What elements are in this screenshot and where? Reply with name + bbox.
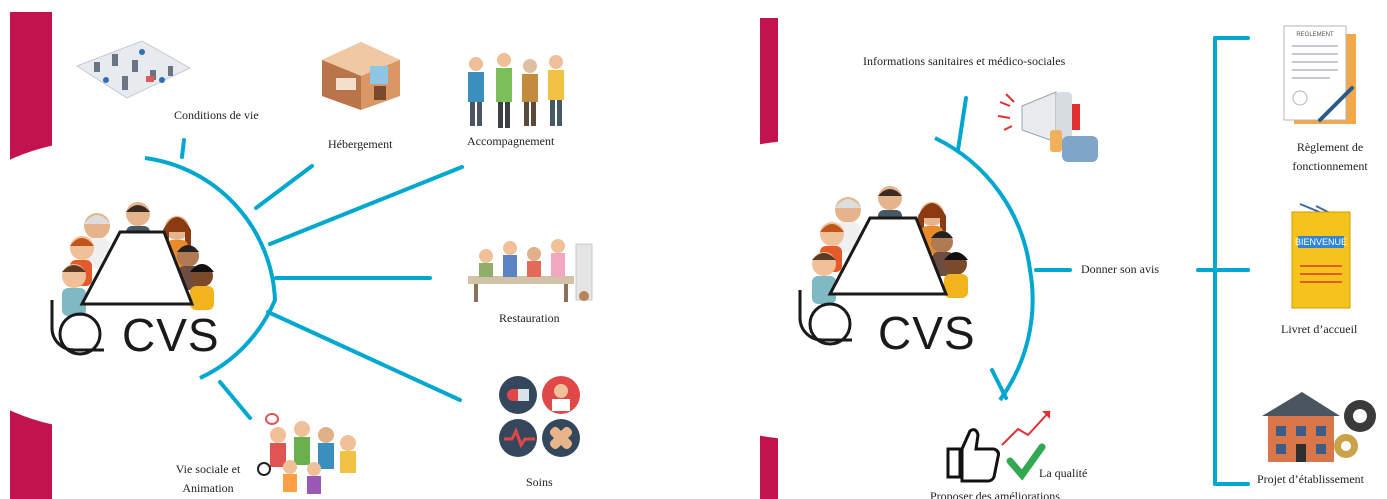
floor-plan-icon [75,40,192,99]
label-projet: Projet d’établissement [1257,472,1364,486]
sports-people-icon [257,413,356,494]
label-conditions-de-vie: Conditions de vie [174,108,259,122]
cvs-people-icon-right [798,186,968,346]
label-reglement: Règlement de fonctionnement [1275,140,1385,174]
label-reglement-line1: Règlement de [1296,140,1364,154]
label-vie-sociale: Vie sociale et Animation [168,462,248,496]
label-hebergement: Hébergement [328,137,393,151]
label-accompagnement: Accompagnement [467,134,555,148]
left-panel: CVS Conditions de vie Hébergement Accomp… [0,0,690,499]
reglement-document-icon: REGLEMENT [1283,25,1356,124]
livret-icon: BIENVENUE [1291,203,1351,309]
right-panel: CVS Informations sanitaires et médico-so… [760,0,1387,499]
label-vie-sociale-line1: Vie sociale et [175,462,241,476]
connector-lines-right [934,36,1250,486]
cvs-title: CVS [122,309,220,361]
label-la-qualite: La qualité [1039,466,1088,480]
label-livret: Livret d’accueil [1281,322,1358,336]
label-donner-son-avis: Donner son avis [1081,262,1159,276]
bedroom-icon [322,42,400,110]
cvs-title-right: CVS [878,307,976,359]
cvs-people-icon [50,202,214,356]
label-vie-sociale-line2: Animation [182,481,234,495]
quality-thumbs-up-icon [946,410,1051,483]
caregivers-icon [468,53,564,128]
connector-lines [144,138,464,420]
reglement-doc-title: REGLEMENT [1296,32,1334,38]
label-restauration: Restauration [499,311,560,325]
label-informations: Informations sanitaires et médico-social… [863,54,1066,68]
medical-icons [499,376,580,457]
dining-icon [468,239,593,302]
label-soins: Soins [526,475,553,489]
label-reglement-line2: fonctionnement [1292,159,1368,173]
building-gears-icon [1262,392,1376,462]
livret-cover-title: BIENVENUE [1295,237,1347,247]
megaphone-icon [997,91,1098,162]
label-proposer-ameliorations: Proposer des améliorations [930,489,1060,499]
